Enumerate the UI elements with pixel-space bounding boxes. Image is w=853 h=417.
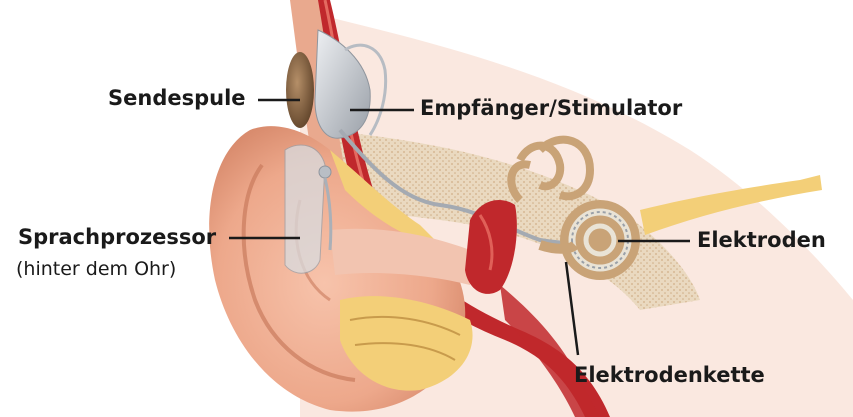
label-sprachprozessor: Sprachprozessor — [18, 225, 216, 249]
label-elektrodenkette: Elektrodenkette — [574, 363, 765, 387]
speech-processor — [285, 145, 325, 273]
label-elektroden: Elektroden — [697, 228, 826, 252]
label-empfaenger-stimulator: Empfänger/Stimulator — [420, 96, 682, 120]
transmitter-coil — [286, 52, 314, 128]
label-sendespule: Sendespule — [108, 86, 246, 110]
label-sprachprozessor-sub: (hinter dem Ohr) — [16, 258, 176, 280]
